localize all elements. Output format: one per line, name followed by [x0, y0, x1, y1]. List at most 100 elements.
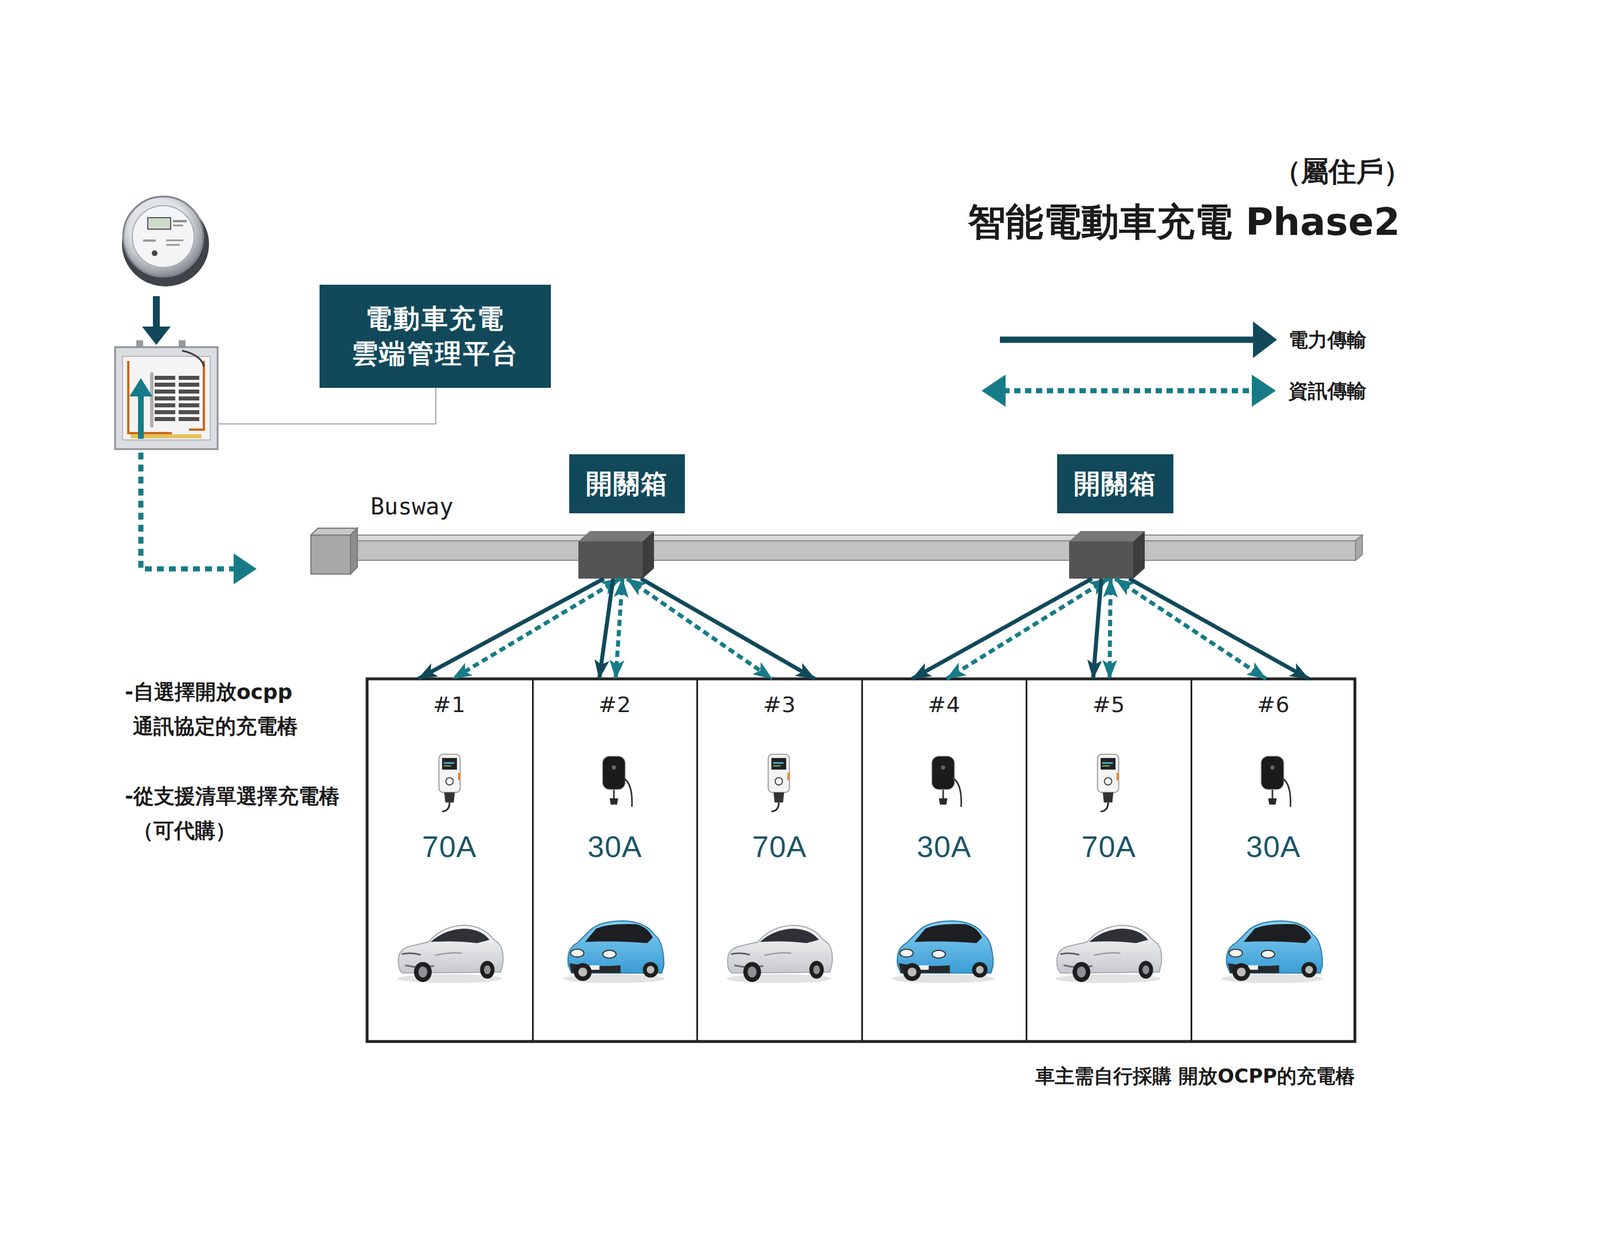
footnote: 車主需自行採購 開放OCPP的充電樁	[1035, 1062, 1355, 1089]
busway-part	[310, 534, 351, 574]
distribution-panel-part	[178, 382, 200, 387]
box-label: 電動車充電 雲端管理平台	[349, 301, 522, 371]
power-connector	[598, 578, 613, 679]
electric-meter-part	[166, 243, 180, 246]
distribution-panel-part	[182, 350, 204, 367]
diagram-title: 智能電動車充電 Phase2	[967, 199, 1401, 246]
distribution-panel-part	[188, 360, 204, 430]
distribution-panel-part	[154, 416, 176, 421]
electric-meter-part	[132, 205, 195, 268]
busway-label: Busway	[370, 492, 454, 520]
legend-samples-part	[1003, 388, 1255, 394]
distribution-panel-part	[115, 347, 218, 449]
power-connector	[912, 578, 1093, 679]
data-connector	[627, 578, 772, 679]
data-arrow	[140, 452, 257, 585]
distribution-panel-part	[154, 396, 176, 401]
switch-box: 開關箱	[569, 454, 685, 579]
distribution-panel-part	[122, 356, 211, 440]
distribution-panel-part	[178, 389, 200, 394]
distribution-panel-part	[154, 403, 176, 408]
busway-part	[350, 534, 1363, 541]
charger-bay: #5 70A	[1025, 678, 1191, 1042]
distribution-panel-part	[129, 377, 153, 397]
busway-part	[350, 527, 358, 574]
busway-part	[1355, 534, 1363, 561]
charger-bay: #1 70A	[367, 678, 532, 1042]
distribution-panel-part	[178, 403, 200, 408]
power-arrow-part	[142, 326, 171, 345]
data-connector	[615, 578, 623, 679]
bay-number: #4	[862, 691, 1027, 718]
bay-number: #2	[533, 691, 697, 718]
distribution-panel-part	[178, 396, 200, 401]
car-illustration	[397, 924, 504, 983]
power-connector	[640, 578, 815, 679]
power-connector	[1129, 578, 1310, 679]
data-connector	[1115, 578, 1267, 679]
current-rating: 70A	[1027, 828, 1191, 865]
power-connector	[418, 578, 604, 679]
distribution-panel-part	[150, 372, 154, 428]
power-connector	[1093, 578, 1102, 679]
platform-box: 電動車充電 雲端管理平台	[319, 284, 551, 388]
electric-meter	[121, 196, 210, 287]
subtitle: （屬住戶）	[1273, 154, 1412, 188]
distribution-panel-part	[138, 393, 144, 439]
power-arrow	[142, 296, 171, 345]
electric-meter-part	[172, 219, 187, 223]
car-illustration	[562, 920, 665, 983]
car-illustration	[1221, 920, 1324, 983]
legend-samples-part	[981, 374, 1006, 407]
distribution-panel-part	[178, 375, 200, 380]
distribution-panel-part	[154, 375, 176, 380]
charger-icon	[439, 754, 461, 812]
switch-cube-part	[1133, 530, 1145, 579]
bay-number: #1	[367, 691, 532, 718]
legend-samples	[981, 321, 1278, 407]
car-illustration	[726, 924, 833, 983]
electric-meter-part	[147, 217, 171, 230]
current-rating: 70A	[367, 828, 532, 865]
charger-icon	[768, 754, 790, 812]
electric-meter-part	[123, 196, 204, 277]
charger-bay: #430A	[861, 678, 1027, 1042]
legend-samples-part	[1252, 321, 1278, 358]
current-rating: 70A	[698, 828, 862, 865]
charger-bay: #3 70A	[696, 678, 862, 1042]
switch-cube-part	[1069, 541, 1134, 579]
data-arrow-part	[233, 553, 257, 585]
charger-icon	[931, 755, 962, 807]
switch-cube-part	[642, 530, 654, 579]
data-connector	[1109, 578, 1111, 679]
distribution-panel-part	[154, 389, 176, 394]
car-illustration	[892, 920, 995, 983]
bay-number: #6	[1192, 691, 1356, 718]
switch-cube-part	[578, 530, 654, 542]
current-rating: 30A	[1192, 828, 1356, 865]
charger-bay: #6 30A	[1190, 678, 1356, 1042]
electric-meter-part	[143, 239, 156, 242]
charger-icon	[1097, 754, 1119, 812]
distribution-panel-part	[178, 416, 200, 421]
bay-number: #3	[698, 691, 862, 718]
switch-label-box: 開關箱	[1057, 454, 1174, 514]
busway-part	[310, 527, 358, 535]
switch-cube	[1069, 530, 1145, 579]
distribution-panel-part	[128, 360, 172, 433]
distribution-panel-part	[154, 382, 176, 387]
charger-icon	[602, 755, 633, 807]
legend-samples-part	[999, 336, 1258, 344]
current-rating: 30A	[533, 828, 697, 865]
distribution-panel-part	[178, 410, 200, 415]
switch-box: 開關箱	[1057, 454, 1174, 579]
bay-number: #5	[1027, 691, 1191, 718]
switch-label: 開關箱	[1073, 467, 1157, 500]
switch-label: 開關箱	[585, 467, 669, 500]
leader-line	[217, 387, 436, 424]
data-arrow-part	[140, 452, 234, 569]
charger-icon	[1260, 755, 1291, 807]
switch-cube-part	[578, 541, 643, 579]
